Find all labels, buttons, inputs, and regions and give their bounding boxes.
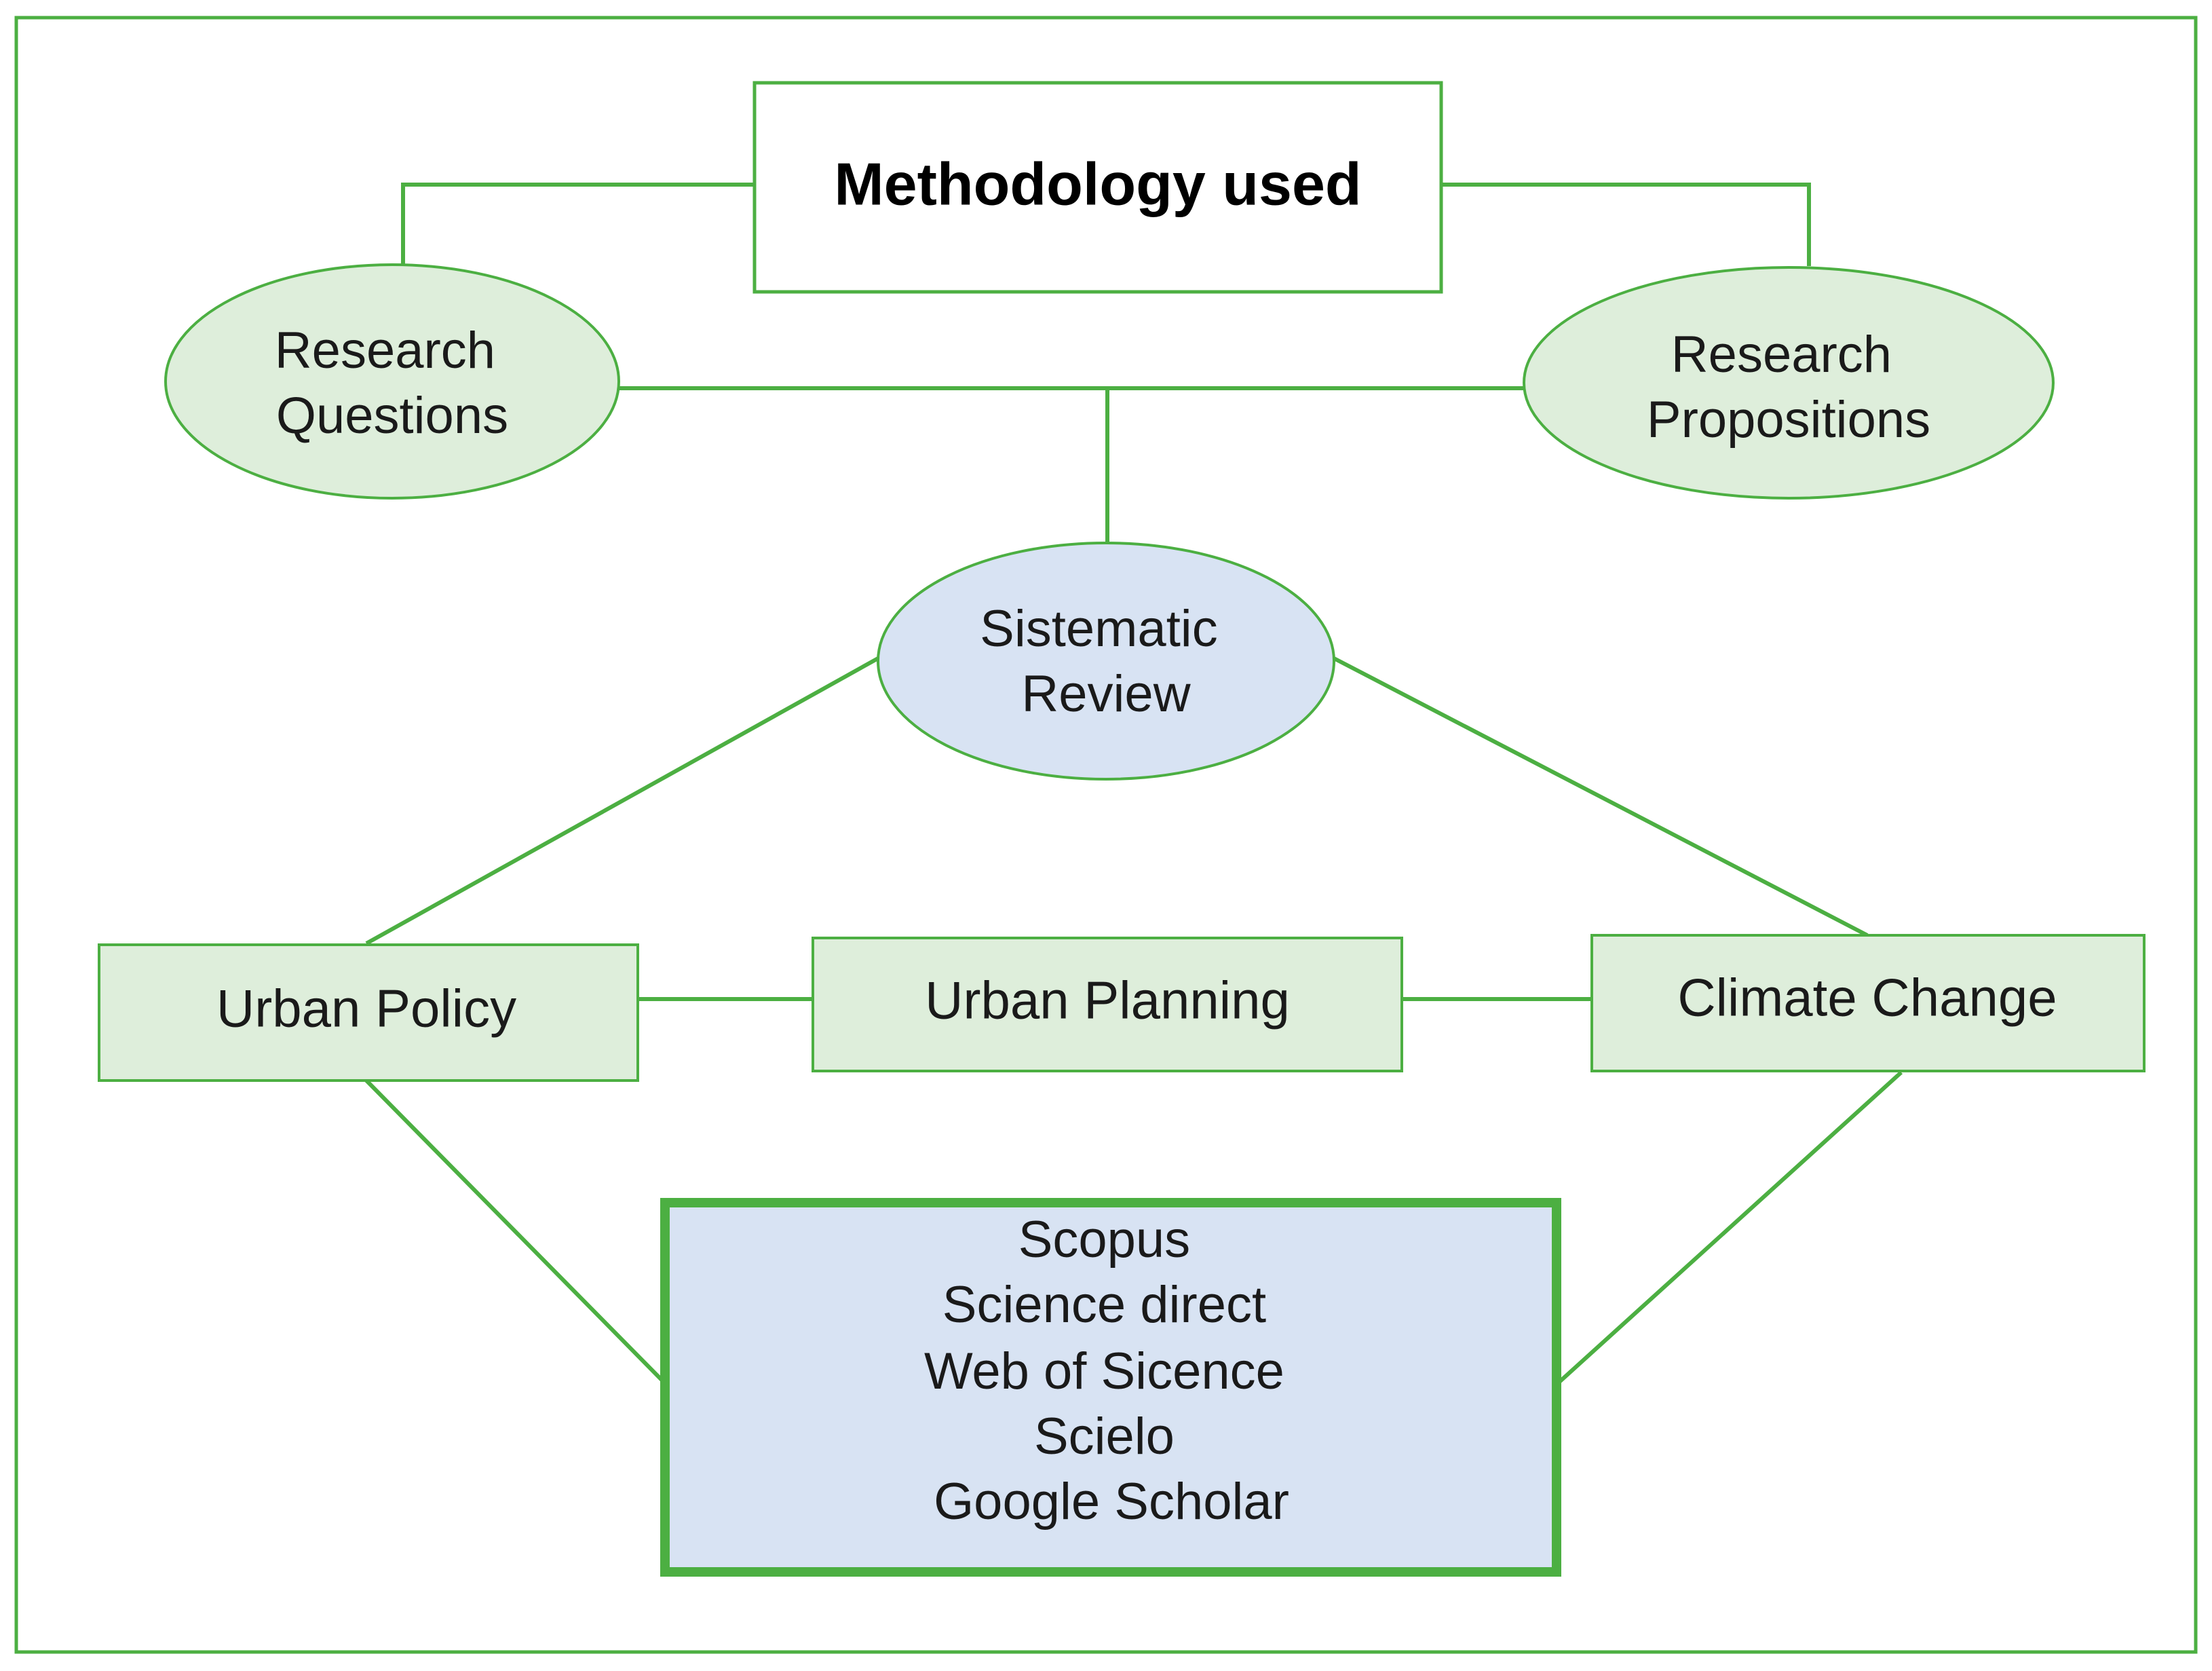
urban-policy-label: Urban Policy [216,979,516,1038]
research-questions-line-1: Research [275,322,495,379]
database-item: Scielo [1034,1408,1175,1465]
systematic-review-label: Sistematic Review [980,600,1232,723]
node-urban-planning: Urban Planning [812,937,1403,1072]
research-propositions-line-1: Research [1671,326,1892,383]
node-urban-policy: Urban Policy [98,943,639,1082]
systematic-review-line-2: Review [1021,665,1191,723]
connectors [364,183,1903,1385]
research-questions-ellipse [164,263,620,500]
edge-methodology-propositions [1441,183,1811,266]
node-methodology: Methodology used [752,81,1443,294]
urban-planning-label: Urban Planning [925,971,1290,1030]
node-systematic-review: Sistematic Review [877,542,1335,781]
node-databases: Scopus Science direct Web of Sicence Sci… [660,1198,1561,1577]
methodology-box [752,81,1443,294]
systematic-review-ellipse [877,542,1335,781]
edge-methodology-questions [401,183,755,265]
node-research-propositions: Research Propositions [1523,266,2055,500]
edge-review-climate-change [1333,656,1869,937]
systematic-review-line-1: Sistematic [980,600,1218,658]
database-item: Science direct [942,1276,1266,1334]
databases-box [660,1198,1561,1577]
databases-list: Scopus Science direct Web of Sicence Sci… [924,1211,1299,1531]
research-questions-label: Research Questions [275,322,510,445]
database-item: Google Scholar [934,1473,1289,1531]
edge-climate-databases [1556,1070,1903,1385]
edge-policy-databases [364,1078,667,1385]
outer-frame [14,16,2198,1654]
research-propositions-line-2: Propositions [1647,391,1930,449]
node-climate-change: Climate Change [1590,934,2146,1072]
urban-policy-box [98,943,639,1082]
climate-change-box [1590,934,2146,1072]
urban-planning-box [812,937,1403,1072]
edge-review-urban-policy [365,656,879,945]
research-propositions-ellipse [1523,266,2055,500]
climate-change-label: Climate Change [1677,968,2057,1028]
database-item: Scopus [1018,1211,1191,1269]
database-item: Web of Sicence [924,1343,1284,1400]
research-propositions-label: Research Propositions [1647,326,1930,449]
methodology-label: Methodology used [834,150,1361,217]
node-research-questions: Research Questions [164,263,620,500]
research-questions-line-2: Questions [276,387,508,445]
